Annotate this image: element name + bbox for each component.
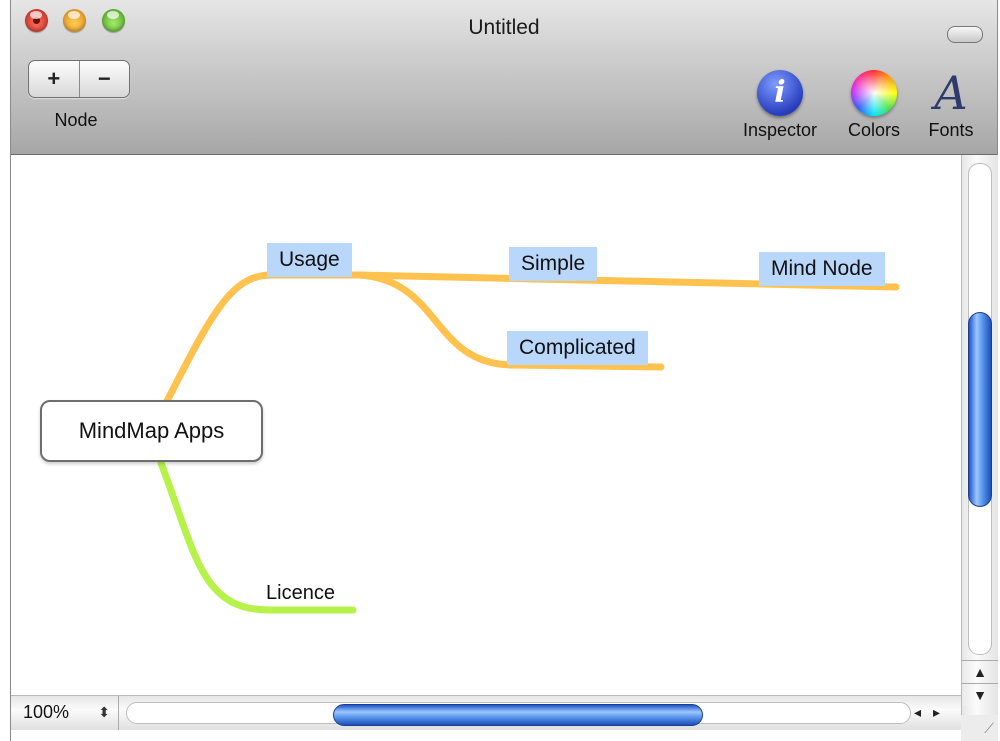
zoom-value: 100% bbox=[23, 702, 70, 722]
root-node[interactable]: MindMap Apps bbox=[40, 400, 263, 462]
left-arrow-icon[interactable]: ◂ bbox=[914, 704, 934, 720]
add-node-button[interactable]: + bbox=[47, 66, 61, 91]
toolbar-toggle-button[interactable] bbox=[947, 26, 983, 43]
node-licence[interactable]: Licence bbox=[266, 582, 335, 604]
vertical-scrollbar[interactable]: ▲ ▼ bbox=[961, 155, 998, 715]
close-icon bbox=[33, 17, 40, 24]
horizontal-scroll-thumb[interactable] bbox=[333, 704, 703, 726]
minimize-button[interactable] bbox=[63, 9, 86, 32]
node-mind-node[interactable]: Mind Node bbox=[759, 252, 885, 286]
zoom-button[interactable] bbox=[102, 9, 125, 32]
font-icon: A bbox=[934, 66, 968, 120]
node-complicated[interactable]: Complicated bbox=[507, 331, 648, 365]
branch-root-usage bbox=[162, 271, 363, 407]
inspector-label: Inspector bbox=[742, 120, 818, 140]
info-icon: i bbox=[757, 70, 803, 116]
colors-button[interactable]: Colors bbox=[841, 70, 907, 141]
zoom-select[interactable]: 100% ⬍ bbox=[11, 696, 119, 730]
down-arrow-icon[interactable]: ▼ bbox=[962, 683, 998, 706]
colors-label: Colors bbox=[847, 120, 900, 140]
horizontal-scrollbar[interactable]: 100% ⬍ ◂▸ bbox=[11, 695, 961, 730]
up-arrow-icon[interactable]: ▲ bbox=[962, 660, 998, 683]
app-window: Untitled + − Node i Inspector Colors A F… bbox=[10, 0, 998, 741]
node-simple[interactable]: Simple bbox=[509, 247, 598, 281]
mindmap-canvas[interactable]: MindMap Apps Usage Simple Mind Node Comp… bbox=[11, 155, 961, 695]
node-label: Node bbox=[54, 110, 98, 130]
window-title: Untitled bbox=[468, 16, 540, 39]
color-wheel-icon bbox=[851, 70, 897, 116]
updown-icon: ⬍ bbox=[98, 704, 110, 720]
resize-grip-icon[interactable]: ⟋ bbox=[961, 715, 998, 741]
inspector-button[interactable]: i Inspector bbox=[733, 70, 827, 141]
remove-node-button[interactable]: − bbox=[78, 61, 130, 97]
fonts-button[interactable]: A Fonts bbox=[921, 70, 981, 141]
node-segmented-control: + − bbox=[28, 60, 130, 98]
branch-usage-complicated bbox=[355, 271, 665, 371]
node-usage[interactable]: Usage bbox=[267, 243, 352, 277]
vertical-scroll-thumb[interactable] bbox=[968, 312, 992, 507]
close-button[interactable] bbox=[25, 9, 48, 32]
horizontal-arrows: ◂▸ bbox=[914, 704, 952, 721]
unified-toolbar: Untitled + − Node i Inspector Colors A F… bbox=[11, 0, 997, 155]
fonts-label: Fonts bbox=[928, 120, 974, 140]
branch-root-licence bbox=[157, 459, 357, 614]
right-arrow-icon[interactable]: ▸ bbox=[933, 704, 953, 720]
